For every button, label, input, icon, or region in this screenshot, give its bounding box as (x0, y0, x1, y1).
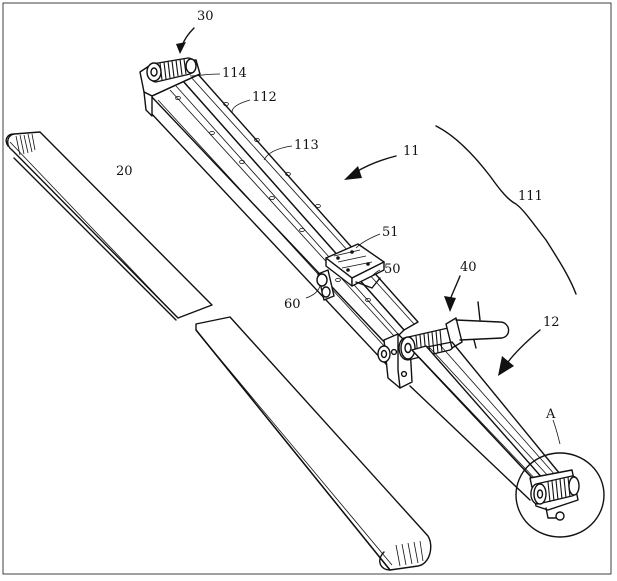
label-50: 50 (384, 262, 401, 277)
label-11: 11 (403, 144, 420, 159)
label-111: 111 (518, 189, 543, 204)
label-30: 30 (197, 9, 214, 24)
label-A: A (545, 407, 556, 422)
label-51: 51 (382, 225, 399, 240)
arrow-30 (176, 27, 195, 54)
pulley-30 (146, 57, 197, 83)
label-114: 114 (222, 66, 247, 81)
belt-20-lower (195, 316, 432, 571)
label-112: 112 (252, 90, 277, 105)
detail-circle-A (515, 452, 605, 538)
label-12: 12 (543, 315, 560, 330)
brace-111 (435, 125, 577, 295)
clamp-60 (316, 269, 335, 301)
upper-rail-11 (149, 71, 419, 365)
slider-block-50 (325, 243, 385, 289)
drive-shaft (455, 301, 510, 349)
rail-holes (175, 96, 371, 302)
arrow-11 (344, 155, 397, 180)
label-40: 40 (460, 260, 477, 275)
belt-20-upper (5, 131, 213, 321)
pulley-bottom (529, 469, 580, 521)
arrow-40 (444, 275, 461, 312)
label-60: 60 (284, 297, 301, 312)
leader-lines (189, 73, 561, 445)
arrow-12 (498, 329, 541, 376)
label-113: 113 (294, 138, 319, 153)
label-20: 20 (116, 164, 133, 179)
drawing-frame (2, 2, 612, 575)
